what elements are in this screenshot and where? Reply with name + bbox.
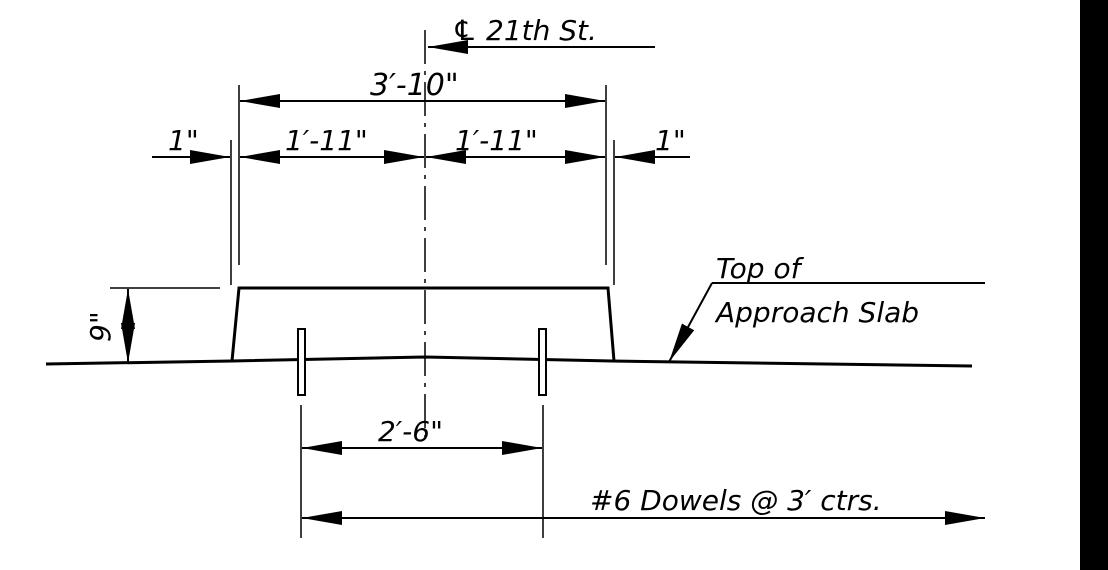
- dowel-right: [538, 328, 547, 396]
- slab-note-leader: [668, 282, 713, 363]
- centerline-label: ℄ 21th St.: [452, 14, 597, 47]
- dowel-left: [297, 328, 306, 396]
- overall-width-label: 3′-10": [370, 68, 459, 103]
- left-offset-label: 1": [168, 124, 199, 157]
- height-label: 9": [84, 311, 117, 342]
- slab-note-line1: Top of: [716, 252, 805, 285]
- slab-note-line2: Approach Slab: [714, 296, 919, 329]
- right-offset-label: 1": [655, 124, 686, 157]
- dowel-spacing-label: 2′-6": [378, 415, 443, 448]
- left-half-label: 1′-11": [285, 124, 368, 157]
- sheet-border: [1080, 0, 1108, 570]
- dowels-note-label: #6 Dowels @ 3′ ctrs.: [590, 484, 882, 517]
- curb-outline: [230, 286, 616, 362]
- slab-top-line: [45, 355, 973, 368]
- right-half-label: 1′-11": [455, 124, 538, 157]
